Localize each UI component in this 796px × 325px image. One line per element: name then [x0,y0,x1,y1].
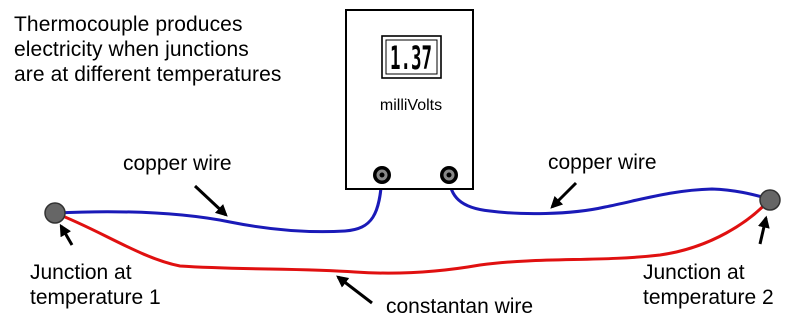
label-copper-wire-left: copper wire [123,152,232,175]
arrow-copper-right [550,181,578,209]
label-copper-wire-right: copper wire [548,151,657,174]
caption-line-1: Thermocouple produces [14,13,243,36]
meter-unit-label: milliVolts [380,97,442,114]
arrow-copper-left [193,184,228,217]
label-junction-2-line-1: Junction at [643,261,745,284]
copper-wire-right [447,175,772,216]
copper-wire-left [53,173,384,234]
caption-line-2: electricity when junctions [14,38,249,62]
label-junction-1-line-2: temperature 1 [30,286,161,310]
label-junction-1-line-1: Junction at [30,261,132,284]
meter-display-inner [385,39,438,75]
diagram-caption: Thermocouple produces electricity when j… [14,12,344,88]
arrow-junction-2 [757,215,770,245]
label-junction-2: Junction at temperature 2 [643,260,774,310]
junction-dot-icon [44,202,66,224]
meter-reading: 1.37 [390,39,432,77]
label-junction-1: Junction at temperature 1 [30,260,161,310]
label-junction-2-line-2: temperature 2 [643,286,774,310]
meter-display [381,35,442,79]
junction-dot-icon [759,189,781,211]
caption-line-3: are at different temperatures [14,63,282,87]
constantan-wire [53,197,772,275]
arrow-junction-1 [59,223,74,246]
arrow-constantan [336,275,373,305]
terminal-icon [373,166,391,184]
label-constantan-wire: constantan wire [386,295,534,318]
terminal-icon [440,166,458,184]
voltmeter-icon: 1.37 milliVolts [345,9,474,190]
